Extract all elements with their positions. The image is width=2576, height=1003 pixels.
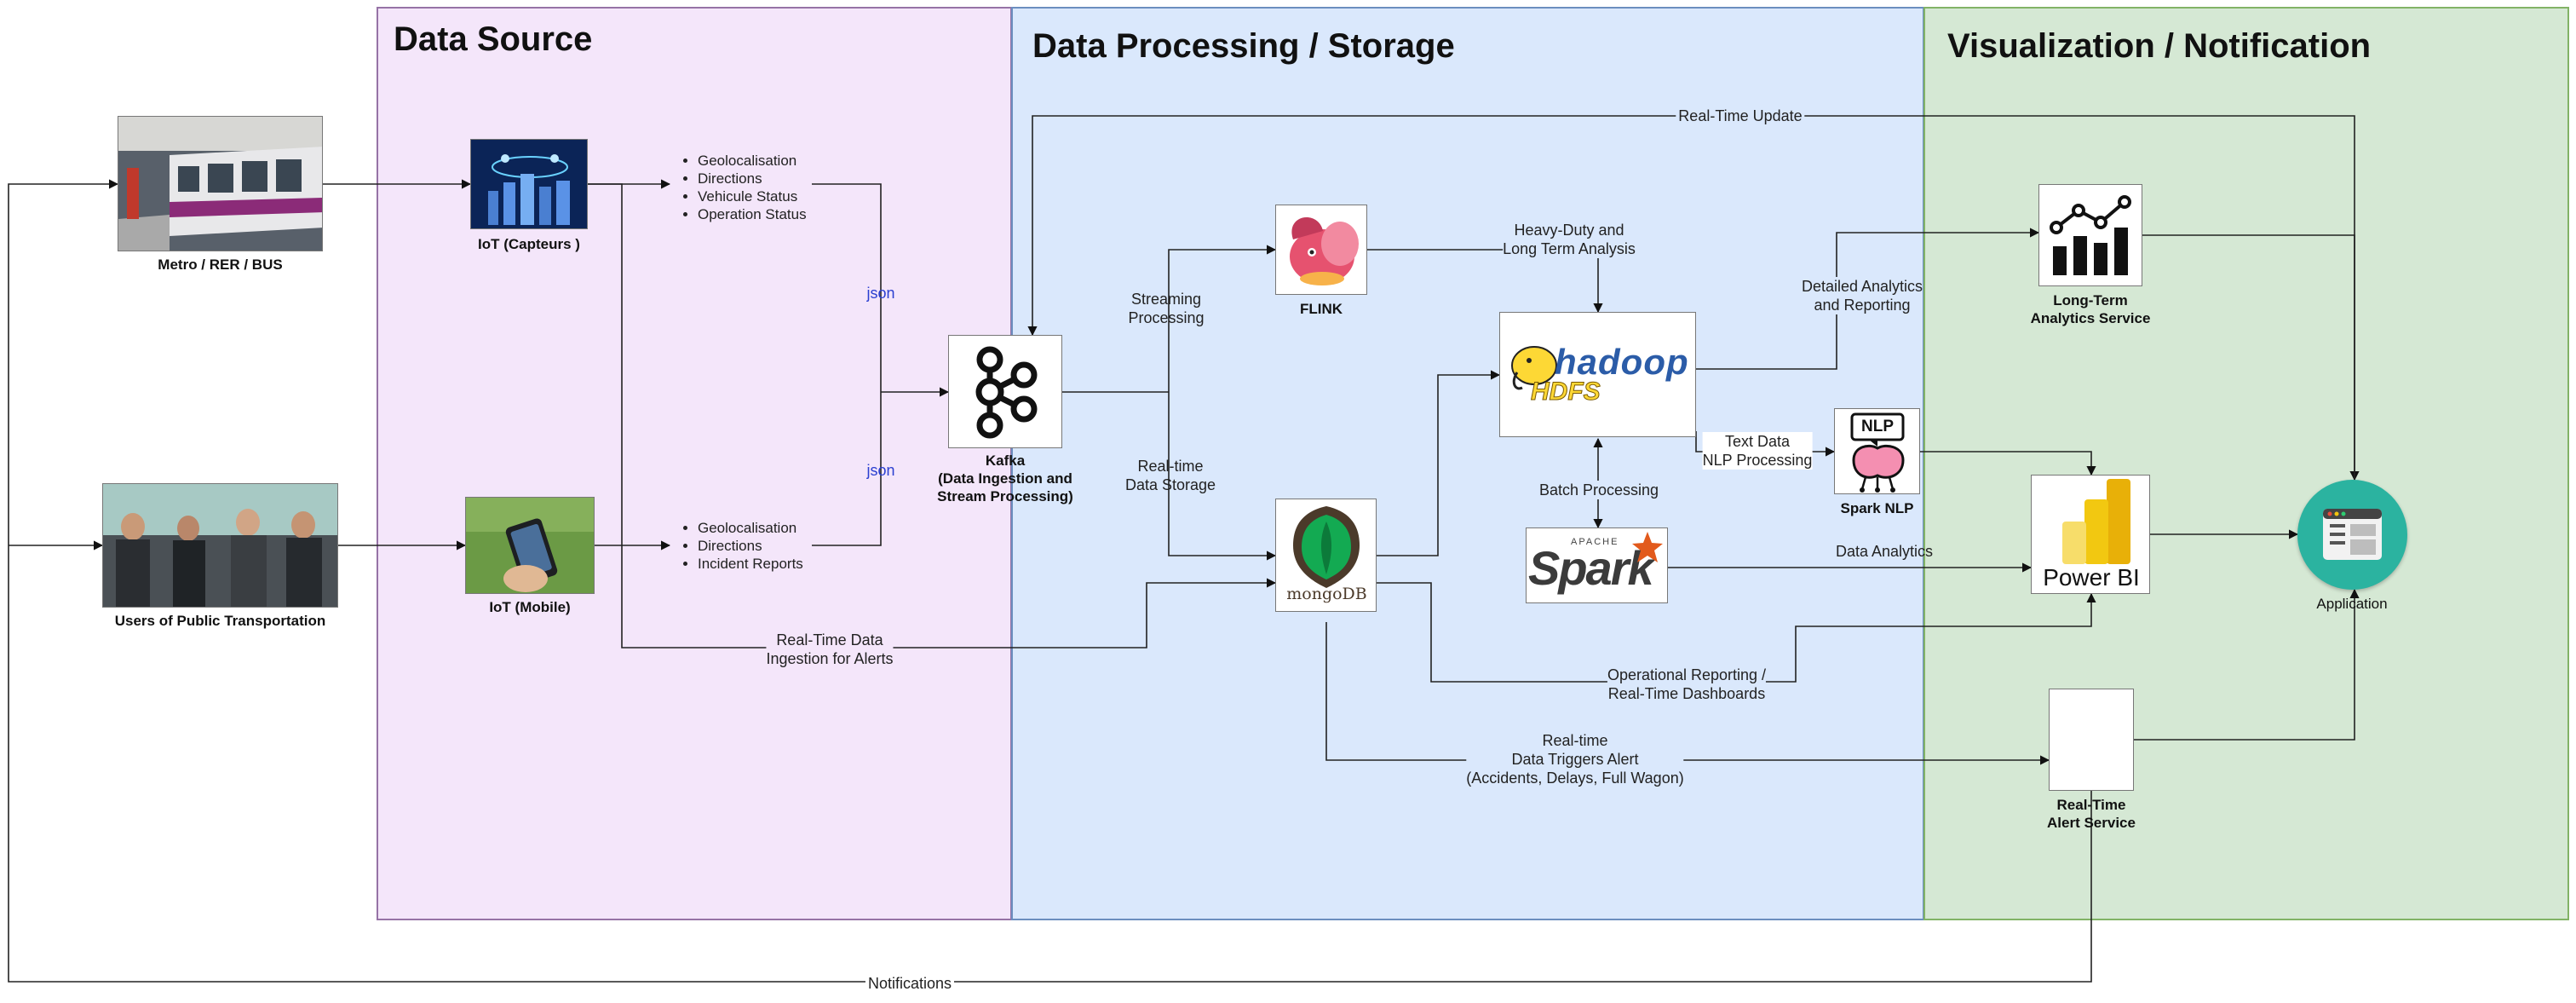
edge-kafka-to-mongodb <box>1168 392 1277 561</box>
spark-node: APACHE Spark <box>1526 527 1668 603</box>
realtime-storage-label: Real-time Data Storage <box>1124 458 1216 493</box>
text-data-label: Text Data NLP Processing <box>1702 432 1813 470</box>
alert-service-caption: Real-Time Alert Service <box>2047 797 2136 831</box>
alert-service-node <box>2049 689 2134 791</box>
mobile-bullet-item: Incident Reports <box>698 555 803 573</box>
edge-flink-to-hadoop <box>1367 249 1603 314</box>
sensor-bullet-item: Geolocalisation <box>698 152 807 170</box>
sensor-bullet-item: Directions <box>698 170 807 187</box>
visualization-panel <box>1923 7 2569 920</box>
json-label-bottom: json <box>866 462 895 479</box>
spark-nlp-caption: Spark NLP <box>1840 500 1914 516</box>
kafka-logo-icon <box>975 346 1038 439</box>
sensor-bullet-list: Geolocalisation Directions Vehicule Stat… <box>679 152 807 223</box>
data-analytics-label: Data Analytics <box>1835 543 1934 560</box>
edge-notifications <box>8 179 2092 983</box>
flink-squirrel-icon <box>1290 216 1359 285</box>
mobile-bullet-item: Geolocalisation <box>698 519 803 537</box>
visualization-title: Visualization / Notification <box>1947 27 2372 65</box>
edge-spark-nlp-to-powerbi <box>1920 451 2096 476</box>
mongodb-logo-icon <box>1293 506 1360 588</box>
batch-processing-label: Batch Processing <box>1538 481 1659 499</box>
users-image <box>102 483 338 608</box>
detailed-analytics-label: Detailed Analytics and Reporting <box>1801 277 1923 314</box>
hadoop-wordmark: hadoop <box>1555 342 1689 382</box>
operational-reporting-label: Operational Reporting / Real-Time Dashbo… <box>1607 666 1767 703</box>
nlp-badge-label: NLP <box>1861 418 1894 435</box>
sensor-bullet-item: Vehicule Status <box>698 187 807 205</box>
edge-mongodb-to-powerbi <box>1377 582 2096 683</box>
powerbi-logo-icon <box>2062 479 2130 564</box>
users-caption: Users of Public Transportation <box>114 613 326 629</box>
data-source-title: Data Source <box>394 20 593 58</box>
hadoop-hdfs-node: hadoop HDFS <box>1499 312 1696 437</box>
kafka-caption: Kafka (Data Ingestion and Stream Process… <box>937 453 1073 504</box>
realtime-update-label: Real-Time Update <box>1676 107 1805 125</box>
metro-caption: Metro / RER / BUS <box>158 257 283 273</box>
bar-chart-trend-icon <box>2050 195 2131 275</box>
spark-apache-label: APACHE <box>1571 537 1619 547</box>
mongodb-wordmark: mongoDB <box>1286 585 1367 603</box>
notifications-label: Notifications <box>865 974 955 993</box>
application-window-icon <box>2323 509 2382 560</box>
edge-mongodb-to-alert <box>1325 622 2050 765</box>
mongodb-node: mongoDB <box>1275 499 1377 612</box>
streaming-processing-label: Streaming Processing <box>1128 291 1205 326</box>
powerbi-wordmark: Power BI <box>2043 564 2140 591</box>
analytics-service-node <box>2038 184 2142 286</box>
sensor-bullet-item: Operation Status <box>698 205 807 223</box>
powerbi-node: Power BI <box>2031 475 2150 594</box>
application-caption: Application <box>2316 596 2388 612</box>
data-triggers-label: Real-time Data Triggers Alert (Accidents… <box>1466 731 1684 787</box>
edge-analytics-to-application <box>2142 234 2360 481</box>
iot-sensors-image <box>470 139 588 229</box>
kafka-node <box>948 335 1062 448</box>
alerts-ingestion-label: Real-Time Data Ingestion for Alerts <box>766 631 894 668</box>
edge-sensors-to-mongodb-alerts <box>588 183 1277 648</box>
mobile-bullet-item: Directions <box>698 537 803 555</box>
hdfs-wordmark: HDFS <box>1531 378 1601 406</box>
mobile-bullet-list: Geolocalisation Directions Incident Repo… <box>679 519 803 573</box>
iot-mobile-image <box>465 497 595 594</box>
analytics-service-caption: Long-Term Analytics Service <box>2030 292 2151 326</box>
iot-mobile-caption: IoT (Mobile) <box>489 599 571 615</box>
hadoop-elephant-icon <box>1511 346 1557 390</box>
json-label-top: json <box>866 285 895 302</box>
edge-mongodb-to-hadoop <box>1377 370 1501 556</box>
data-processing-title: Data Processing / Storage <box>1032 27 1455 65</box>
edge-alert-to-application <box>2134 588 2360 741</box>
spark-wordmark: Spark <box>1528 541 1654 595</box>
metro-image <box>118 116 323 251</box>
spark-star-icon <box>1632 532 1663 562</box>
iot-sensors-caption: IoT (Capteurs ) <box>478 236 580 252</box>
flink-node <box>1275 205 1367 295</box>
edge-mobile-bullets-to-kafka <box>812 392 882 546</box>
heavy-duty-label: Heavy-Duty and Long Term Analysis <box>1503 221 1636 258</box>
spark-nlp-node: NLP <box>1834 408 1920 494</box>
application-node <box>2297 480 2407 590</box>
edge-kafka-to-flink <box>1168 245 1277 392</box>
nlp-brain-icon <box>1850 412 1905 493</box>
flink-caption: FLINK <box>1299 301 1343 317</box>
edge-sensor-bullets-to-kafka <box>812 183 882 392</box>
